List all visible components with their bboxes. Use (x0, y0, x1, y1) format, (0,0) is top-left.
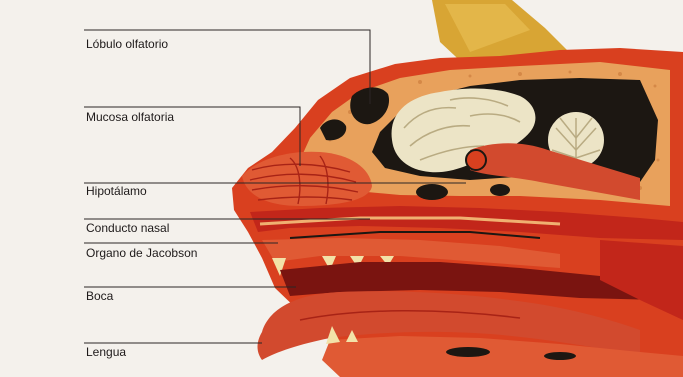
label-boca: Boca (86, 289, 113, 303)
label-hipotalamo: Hipotálamo (86, 184, 147, 198)
label-mucosa-olfatoria: Mucosa olfatoria (86, 110, 174, 124)
label-lengua: Lengua (86, 345, 126, 359)
label-organo-de-jacobson: Organo de Jacobson (86, 246, 197, 260)
label-conducto-nasal: Conducto nasal (86, 221, 169, 235)
label-lobulo-olfatorio: Lóbulo olfatorio (86, 37, 168, 51)
